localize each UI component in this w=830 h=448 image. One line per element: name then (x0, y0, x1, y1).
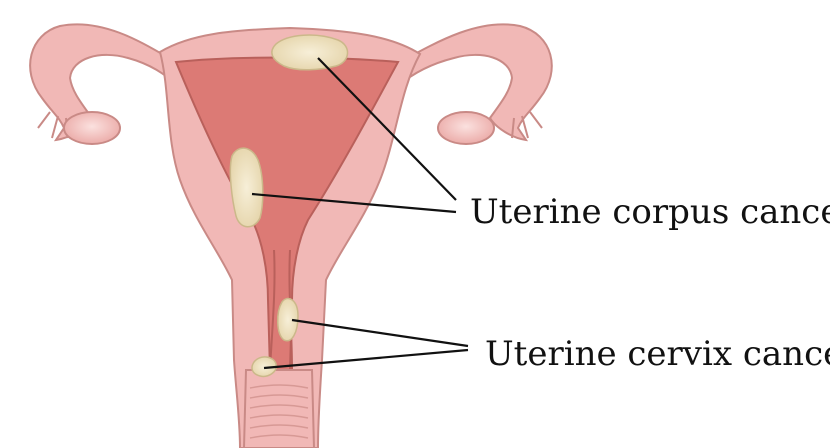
left-ovary (64, 112, 120, 144)
label-uterine-cervix-cancer: Uterine cervix cancer (485, 334, 830, 374)
tumor-fundus (272, 35, 348, 70)
tumor-corpus-wall (230, 148, 262, 227)
right-ovary (438, 112, 494, 144)
vaginal-canal (244, 370, 314, 448)
label-uterine-corpus-cancer: Uterine corpus cancer (470, 192, 830, 232)
